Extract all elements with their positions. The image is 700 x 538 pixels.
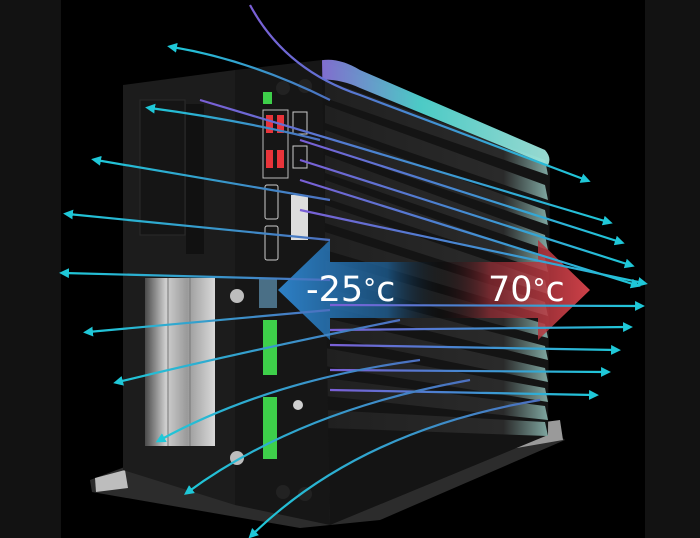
antenna-port	[298, 487, 312, 501]
max-temperature-value: 70	[488, 270, 533, 310]
temperature-unit: c	[376, 270, 396, 310]
temperature-unit: c	[545, 270, 565, 310]
degree-symbol: °	[363, 274, 377, 304]
max-temperature-label: 70°c	[488, 270, 565, 310]
min-temperature-label: -25°c	[306, 270, 395, 310]
vent-grid	[186, 104, 204, 254]
left-letterbox	[0, 0, 61, 538]
thumb-screw	[230, 289, 244, 303]
lan-port	[292, 145, 308, 169]
airflow-arrows-right	[199, 4, 648, 400]
dc-in-terminal-block	[263, 397, 277, 459]
dvi-port	[291, 195, 308, 240]
airflow-arrows-left	[59, 42, 541, 538]
lan-port	[292, 111, 308, 135]
usb-port-block	[262, 109, 289, 179]
power-connector	[263, 92, 272, 104]
displayport	[264, 225, 279, 261]
right-letterbox	[645, 0, 700, 538]
access-panel	[139, 99, 186, 236]
antenna-port	[276, 485, 290, 499]
antenna-port	[276, 81, 290, 95]
temperature-range-arrow	[278, 240, 590, 340]
degree-symbol: °	[532, 274, 546, 304]
power-button	[293, 400, 303, 410]
com-port	[259, 278, 277, 308]
min-temperature-value: -25	[306, 270, 364, 310]
displayport	[264, 184, 279, 220]
